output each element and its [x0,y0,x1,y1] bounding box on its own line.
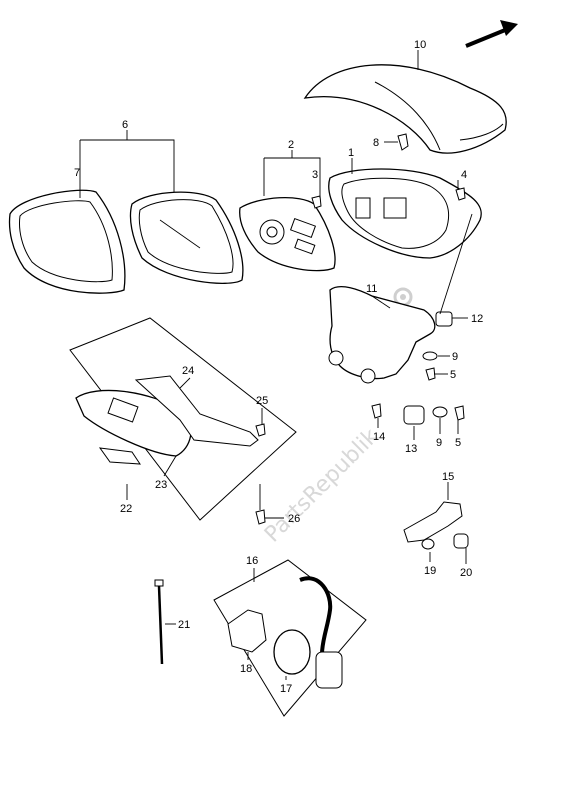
watermark-text: PartsRepublik [260,424,384,548]
callout-3: 3 [312,169,318,181]
callout-2: 2 [288,139,294,151]
callout-5-lower: 5 [455,437,461,449]
part-bezel-7 [8,189,126,294]
callout-23: 23 [155,479,167,491]
callout-22: 22 [120,503,132,515]
leader-lines [79,50,473,680]
callout-9-lower: 9 [436,437,442,449]
callout-labels: 10 8 6 7 2 3 1 4 11 12 9 5 14 13 9 5 24 … [74,39,483,695]
callout-17: 17 [280,683,292,695]
part-screw-3 [311,195,322,209]
callout-24: 24 [182,365,194,377]
callout-4: 4 [461,169,467,181]
part-indicator-bracket-24 [134,375,259,447]
part-screw-5a [425,367,436,381]
socket-box [213,559,367,717]
part-socket-18 [227,609,267,653]
part-grommet-13 [403,405,425,425]
part-rubber-12 [435,311,453,327]
callout-10: 10 [414,39,426,51]
callout-7: 7 [74,167,80,179]
callout-16: 16 [246,555,258,567]
indicator-unit-box [69,317,297,521]
part-visor-cover [303,64,507,154]
callout-19: 19 [424,565,436,577]
callout-26: 26 [288,513,300,525]
part-screw-25 [255,423,266,437]
part-bolt-14 [371,403,382,419]
callout-13: 13 [405,443,417,455]
callout-21: 21 [178,619,190,631]
callout-9-upper: 9 [452,351,458,363]
callout-1: 1 [348,147,354,159]
part-cap-20 [453,533,469,549]
part-washer-19 [421,538,435,550]
part-screw-26 [255,509,266,525]
part-washer-9a [422,351,438,361]
part-meter-assembly-2 [239,196,336,272]
part-washer-9b [432,406,448,418]
part-ring-17 [273,629,311,675]
callout-15: 15 [442,471,454,483]
part-screw-4 [455,187,466,201]
part-bracket-11 [328,286,436,384]
part-indicator-housing-23 [75,389,192,457]
part-screw-8 [397,133,409,151]
callout-12: 12 [471,313,483,325]
callout-11: 11 [366,283,377,295]
part-bracket-15 [403,501,463,543]
callout-20: 20 [460,567,472,579]
part-rear-case-1 [328,168,482,259]
callout-14: 14 [373,431,385,443]
part-cable-tie-21 [154,579,164,665]
callout-8: 8 [373,137,379,149]
callout-5-upper: 5 [450,369,456,381]
part-screw-5b [454,405,465,421]
callout-6: 6 [122,119,128,131]
callout-18: 18 [240,663,252,675]
part-lens-6 [129,191,244,284]
callout-25: 25 [256,395,268,407]
part-harness-connector [315,651,343,689]
front-arrow-icon [465,20,518,48]
